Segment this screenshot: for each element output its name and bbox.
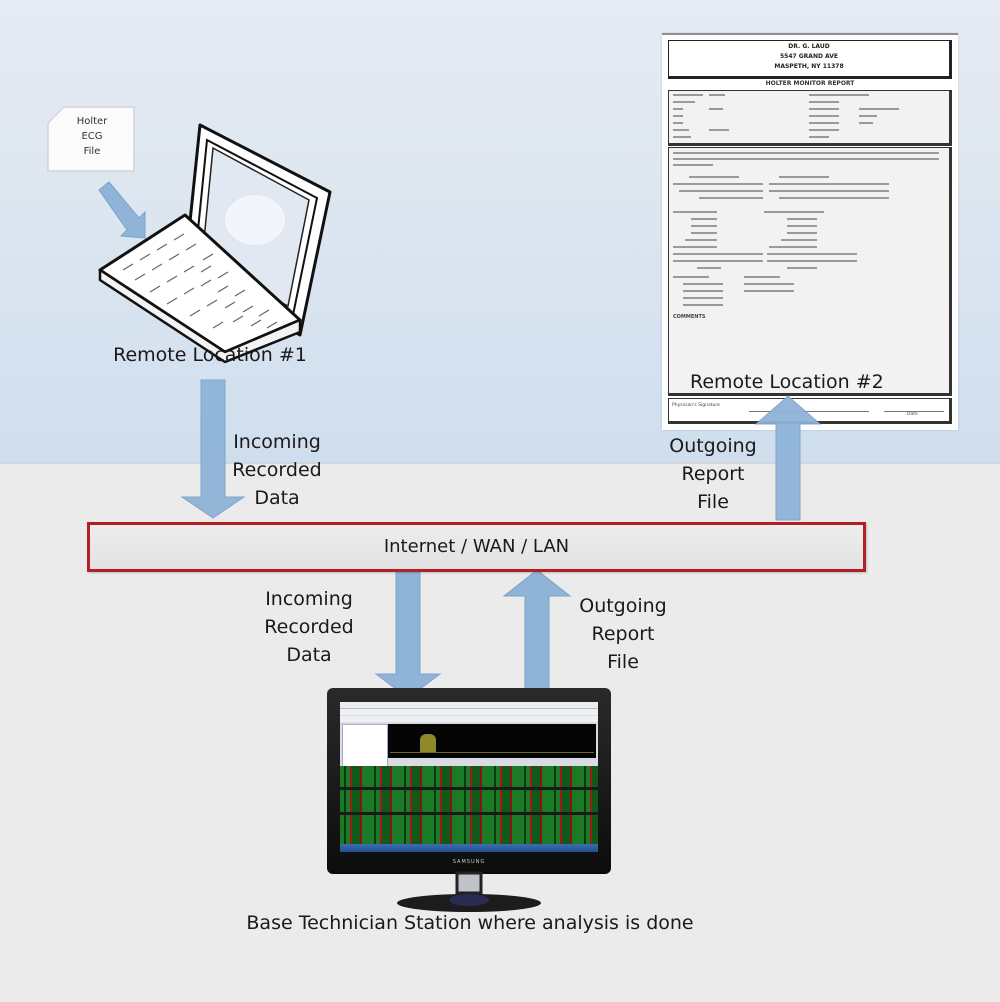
outgoing-report-arrow-top <box>754 395 822 521</box>
label-line: Incoming <box>233 431 321 453</box>
remote-location-1-label: Remote Location #1 <box>113 344 307 366</box>
outgoing-report-arrow-bottom <box>502 569 572 693</box>
file-line-2: ECG <box>81 131 103 142</box>
label-line: Report <box>681 463 745 485</box>
laptop-icon <box>98 123 332 364</box>
report-title: HOLTER MONITOR REPORT <box>765 80 855 87</box>
incoming-recorded-data-label-bottom: Incoming Recorded Data <box>254 585 364 669</box>
document-icon <box>47 106 135 172</box>
file-to-laptop-arrow <box>98 181 146 239</box>
label-line: Incoming <box>265 588 353 610</box>
outgoing-report-file-label-top: Outgoing Report File <box>658 432 768 516</box>
label-line: Outgoing <box>579 595 667 617</box>
monitor-icon: SAMSUNG <box>327 688 611 874</box>
holter-ecg-file-label: Holter ECG File <box>48 114 136 159</box>
file-line-1: Holter <box>76 116 108 127</box>
report-patient-box <box>668 90 952 146</box>
file-line-3: File <box>83 146 101 157</box>
network-box: Internet / WAN / LAN <box>87 522 866 572</box>
incoming-data-arrow-top <box>180 379 246 519</box>
report-body-box: COMMENTS <box>668 147 952 396</box>
label-line: Data <box>254 487 300 509</box>
label-line: Recorded <box>264 616 354 638</box>
report-comments-label: COMMENTS <box>673 314 706 320</box>
label-line: Data <box>286 644 332 666</box>
monitor-stand <box>397 871 541 912</box>
date-label: Date <box>907 412 918 417</box>
label-line: File <box>697 491 729 513</box>
outgoing-report-file-label-bottom: Outgoing Report File <box>568 592 678 676</box>
remote-location-2-label: Remote Location #2 <box>690 371 884 393</box>
report-header-line-3: MASPETH, NY 11378 <box>774 63 844 70</box>
report-header-line-2: 5547 GRAND AVE <box>779 53 839 60</box>
incoming-recorded-data-label-top: Incoming Recorded Data <box>222 428 332 512</box>
report-header-line-1: DR. G. LAUD <box>788 43 830 50</box>
label-line: File <box>607 651 639 673</box>
analysis-software-screen <box>340 702 598 852</box>
keyboard-keys <box>122 233 278 329</box>
incoming-data-arrow-bottom <box>374 569 442 699</box>
label-line: Outgoing <box>669 435 757 457</box>
monitor-brand: SAMSUNG <box>452 859 486 865</box>
label-line: Recorded <box>232 459 322 481</box>
report-header: DR. G. LAUD 5547 GRAND AVE MASPETH, NY 1… <box>668 40 952 79</box>
ecg-strips <box>340 766 598 850</box>
report-document-icon: DR. G. LAUD 5547 GRAND AVE MASPETH, NY 1… <box>662 33 958 430</box>
signature-label: Physician's Signature <box>672 403 720 408</box>
label-line: Report <box>591 623 655 645</box>
base-technician-station-caption: Base Technician Station where analysis i… <box>246 912 694 934</box>
